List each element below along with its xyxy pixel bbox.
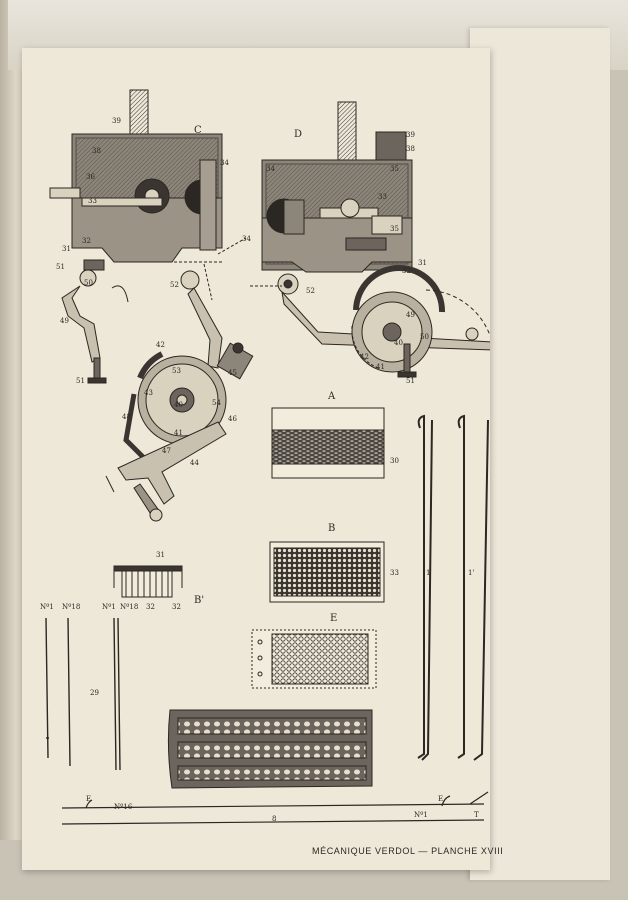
rod-label-t: T (474, 811, 479, 819)
technical-drawing (45, 89, 490, 825)
label-32: 32 (172, 603, 181, 611)
label-31: 31 (156, 551, 165, 559)
callout-c-40: 40 (174, 401, 183, 409)
needles (45, 617, 121, 771)
figure-b-prime-comb (113, 565, 183, 598)
figure-d-mechanism (250, 101, 490, 378)
figure-b-fabric (269, 541, 385, 603)
callout-c-46: 46 (228, 415, 237, 423)
needle-label-n1b: Nº1 (102, 603, 116, 611)
callout-c-51b: 51 (76, 377, 85, 385)
callout-c-41: 41 (174, 429, 183, 437)
callout-d-52: 52 (306, 287, 315, 295)
rod-label-8: 8 (272, 815, 277, 823)
adjacent-page-edge (0, 0, 26, 840)
figure-label-c: C (194, 125, 202, 136)
callout-c-38: 38 (92, 147, 101, 155)
callout-c-45: 45 (228, 369, 237, 377)
rod-label-e-right: E (438, 795, 444, 803)
facing-page (470, 28, 610, 880)
engraving-plate: C D A B B' E 39 38 36 33 31 32 34 34 52 … (22, 48, 490, 870)
figure-label-e: E (330, 613, 338, 624)
rod-label-n16: Nº16 (114, 803, 133, 811)
callout-d-35b: 35 (390, 225, 399, 233)
callout-c-34b: 34 (242, 235, 251, 243)
callout-c-31: 31 (62, 245, 71, 253)
rod-label-e-left: E (86, 795, 92, 803)
callout-c-48: 48 (122, 413, 131, 421)
callout-d-31: 31 (418, 259, 427, 267)
figure-a-fabric (271, 407, 385, 479)
callout-c-32: 32 (82, 237, 91, 245)
hook-label-1: 1 (426, 569, 431, 577)
callout-c-44: 44 (190, 459, 199, 467)
callout-c-36: 36 (86, 173, 95, 181)
figure-c-mechanism (49, 89, 254, 522)
hook-label-1-prime: 1' (468, 569, 475, 577)
needle-label-29: 29 (90, 689, 99, 697)
callout-d-50: 50 (420, 333, 429, 341)
callout-d-51: 51 (406, 377, 415, 385)
figure-e-card (251, 629, 377, 689)
callout-d-39: 39 (406, 131, 415, 139)
needle-label-n18a: Nº18 (62, 603, 81, 611)
figure-label-a: A (328, 391, 336, 402)
callout-c-33: 33 (88, 197, 97, 205)
long-hooks (417, 414, 489, 761)
callout-c-50: 50 (84, 279, 93, 287)
figure-label-b-prime: B' (194, 595, 205, 606)
callout-c-43: 43 (144, 389, 153, 397)
callout-d-49: 49 (406, 311, 415, 319)
callout-d-34: 34 (266, 165, 275, 173)
callout-c-54: 54 (212, 399, 221, 407)
callout-c-47: 47 (162, 447, 171, 455)
callout-c-53: 53 (172, 367, 181, 375)
rod-label-n1: Nº1 (414, 811, 428, 819)
callout-d-38: 38 (406, 145, 415, 153)
woven-strip (167, 709, 373, 789)
callout-d-40: 40 (394, 339, 403, 347)
callout-d-41: 41 (376, 363, 385, 371)
callout-c-51a: 51 (56, 263, 65, 271)
label-30: 30 (390, 457, 399, 465)
needle-label-32: 32 (146, 603, 155, 611)
needle-label-n1a: Nº1 (40, 603, 54, 611)
figure-label-b: B (328, 523, 336, 534)
callout-d-42: 42 (360, 353, 369, 361)
plate-caption: MÉCANIQUE VERDOL — PLANCHE XVIII (312, 846, 504, 856)
callout-c-39: 39 (112, 117, 121, 125)
callout-c-42: 42 (156, 341, 165, 349)
callout-d-35a: 35 (390, 165, 399, 173)
callout-c-49: 49 (60, 317, 69, 325)
figure-label-d: D (294, 129, 303, 140)
callout-c-34a: 34 (220, 159, 229, 167)
bottom-rod (61, 791, 489, 825)
label-33: 33 (390, 569, 399, 577)
callout-c-52: 52 (170, 281, 179, 289)
callout-d-33: 33 (378, 193, 387, 201)
needle-label-n18b: Nº18 (120, 603, 139, 611)
callout-d-32: 32 (402, 267, 411, 275)
